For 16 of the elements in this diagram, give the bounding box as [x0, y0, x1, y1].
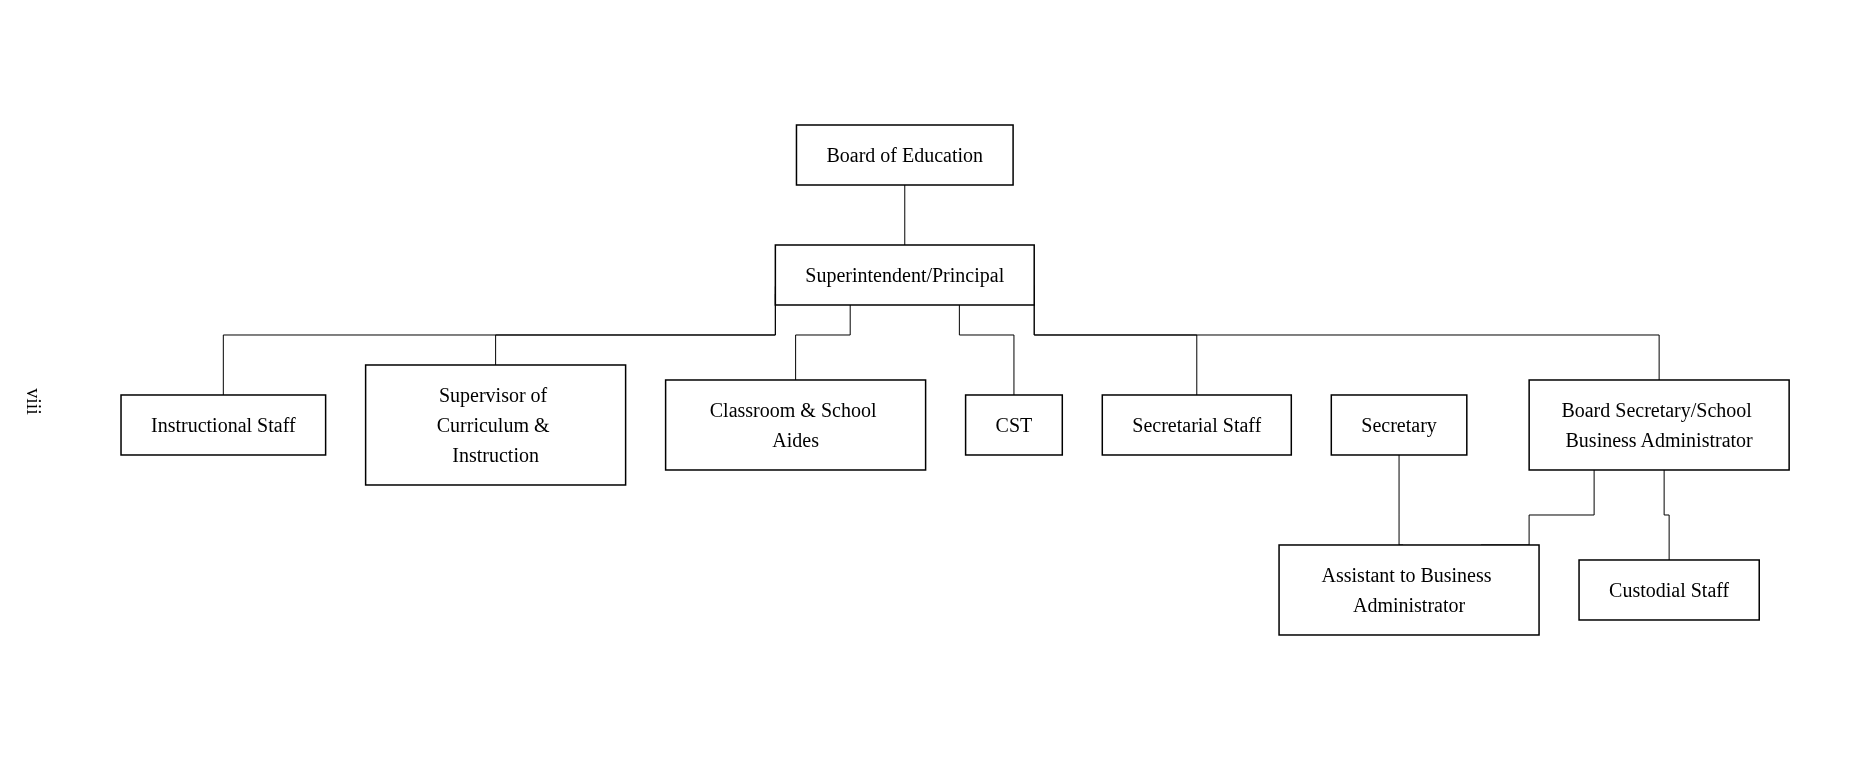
node-box: CST: [964, 394, 1063, 456]
node-box: Custodial Staff: [1578, 559, 1760, 621]
connector: [1663, 469, 1670, 561]
node-box: Secretarial Staff: [1101, 394, 1292, 456]
node-box: Board Secretary/School Business Administrator: [1528, 379, 1790, 471]
node-box: Instructional Staff: [120, 394, 327, 456]
node-box: Supervisor of Curriculum & Instruction: [364, 364, 627, 486]
connector: [795, 304, 851, 381]
node-box: Secretary: [1330, 394, 1468, 456]
page-number: viii: [21, 388, 45, 415]
node-box: Superintendent/Principal: [774, 244, 1035, 306]
connector: [904, 184, 906, 246]
node-box: Classroom & School Aides: [664, 379, 927, 471]
connector: [958, 304, 1015, 396]
node-box: Assistant to Business Administrator: [1278, 544, 1540, 636]
node-box: Board of Education: [795, 124, 1014, 186]
